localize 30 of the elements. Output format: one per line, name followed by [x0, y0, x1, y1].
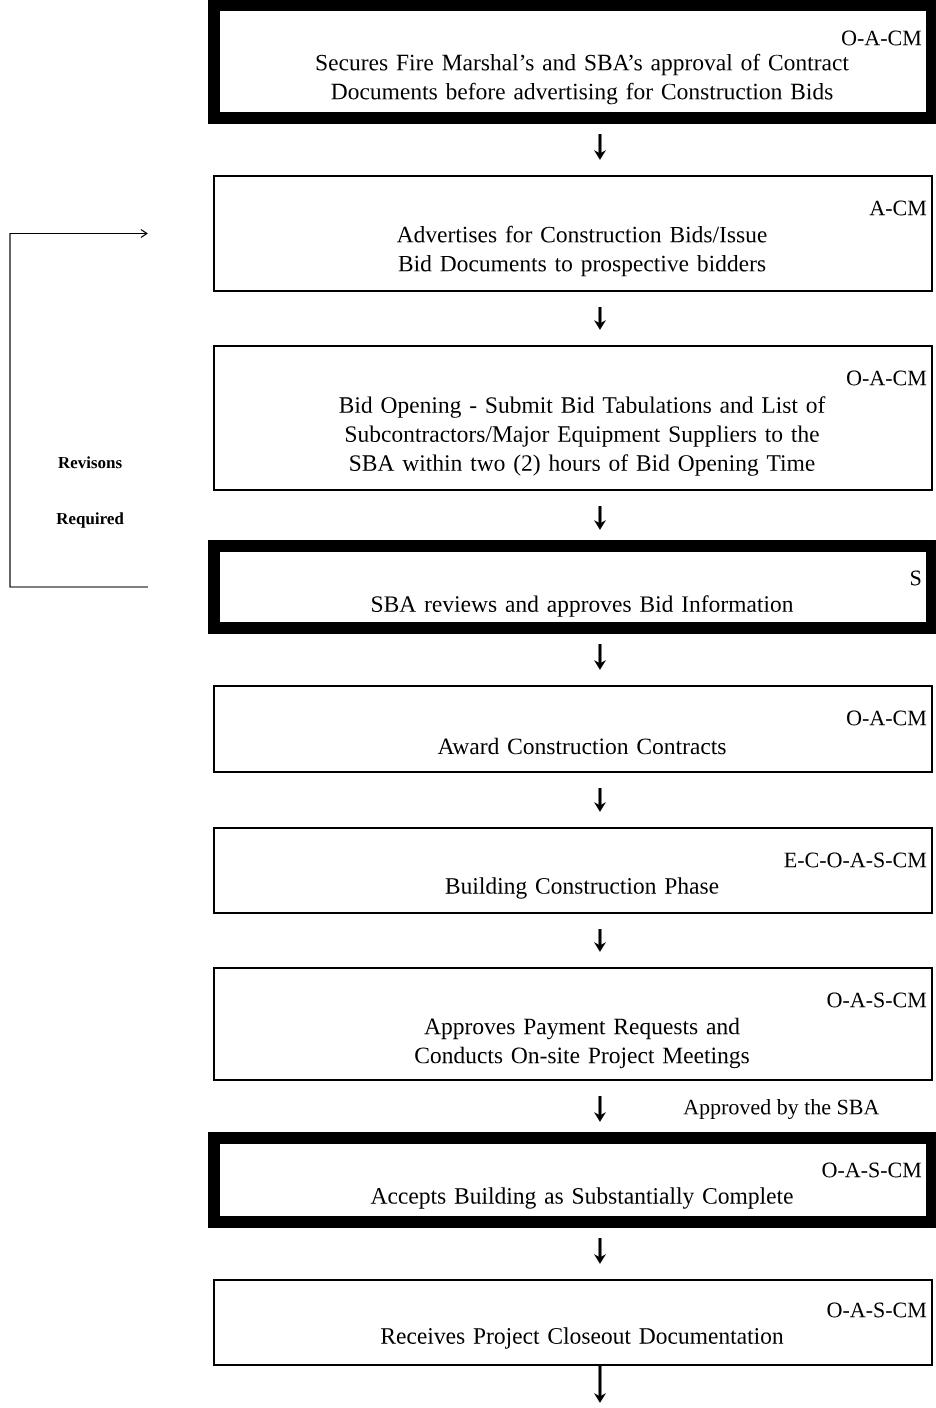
role-code: O-A-S-CM: [822, 1162, 922, 1178]
role-code: O-A-S-CM: [827, 992, 927, 1008]
role-code: S: [911, 570, 921, 586]
edge-label: Approved by the SBA: [682, 1098, 881, 1120]
process-box: [208, 540, 936, 634]
role-code: O-A-S-CM: [827, 1302, 927, 1318]
edge-label: Revisons Required: [44, 455, 136, 529]
role-code: O-A-CM: [842, 30, 922, 46]
process-box: [208, 0, 936, 124]
step-text: Receives Project Closeout Documentation: [381, 1327, 784, 1349]
process-box: [213, 685, 933, 773]
process-box: [208, 1132, 936, 1228]
role-code: E-C-O-A-S-CM: [784, 852, 927, 868]
role-code: O-A-CM: [847, 370, 927, 386]
process-box: [213, 175, 933, 292]
process-box: [213, 1279, 933, 1366]
loop-arrow: [9, 228, 149, 588]
process-box: [213, 967, 933, 1081]
step-text: Building Construction Phase: [445, 877, 719, 899]
step-text: Approves Payment Requests and Conducts On-site Project Meetings: [415, 1017, 749, 1069]
process-box: [213, 827, 933, 914]
step-text: Secures Fire Marshal’s and SBA’s approval of Contract Documents before advertising for Construction Bids: [316, 53, 849, 105]
role-code: A-CM: [869, 200, 927, 216]
step-text: SBA reviews and approves Bid Information: [372, 595, 794, 617]
step-text: Bid Opening - Submit Bid Tabulations and List of Subcontractors/Major Equipment Suppliers to the SBA within two (2) hours of Bid Opening Time: [339, 396, 826, 476]
step-text: Advertises for Construction Bids/Issue Bid Documents to prospective bidders: [396, 225, 767, 277]
step-text: Award Construction Contracts: [437, 737, 726, 755]
process-box: [213, 345, 933, 491]
step-text: Accepts Building as Substantially Complete: [370, 1187, 793, 1209]
role-code: O-A-CM: [847, 710, 927, 726]
